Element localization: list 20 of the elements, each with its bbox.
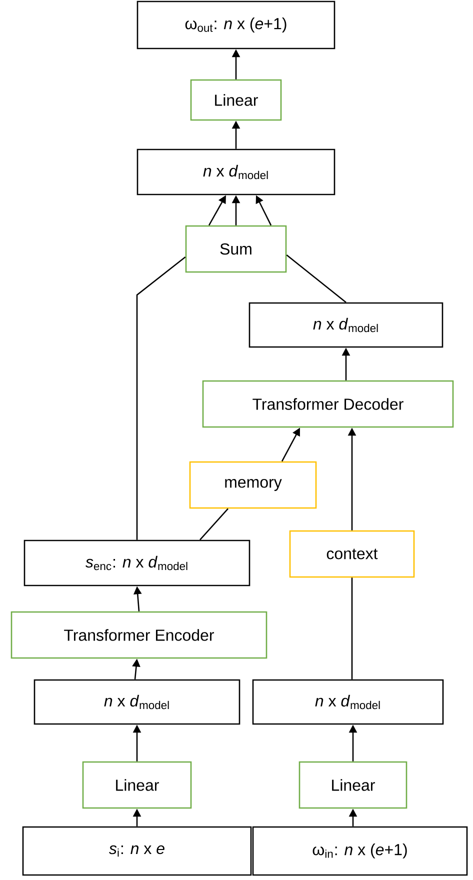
tensor-box: n x d$_{model}$ — [248, 302, 444, 348]
tensor-box: n x d$_{model}$ — [34, 679, 240, 725]
tensor-box: n x d$_{model}$ — [252, 679, 444, 725]
layer-box: Transformer Decoder — [202, 380, 454, 428]
tensor-box: s$_{i}$: n x e — [22, 826, 252, 876]
tag-box: memory — [189, 461, 317, 509]
tensor-box: ω$_{out}$: n x (e+1) — [136, 0, 336, 50]
connector-line — [286, 254, 346, 303]
layer-box: Linear — [82, 761, 192, 809]
connector-line — [200, 508, 228, 540]
layer-box: Linear — [190, 79, 282, 121]
tensor-box: s$_{enc}$: n x d$_{model}$ — [24, 540, 250, 586]
tensor-box: n x d$_{model}$ — [136, 148, 336, 196]
tag-box: context — [289, 530, 415, 578]
layer-box: Linear — [298, 761, 408, 809]
connector-line — [136, 256, 186, 540]
layer-box: Transformer Encoder — [10, 611, 268, 659]
layer-box: Sum — [185, 225, 287, 273]
tensor-box: ω$_{in}$: n x (e+1) — [252, 826, 468, 876]
connector-line — [351, 578, 353, 680]
